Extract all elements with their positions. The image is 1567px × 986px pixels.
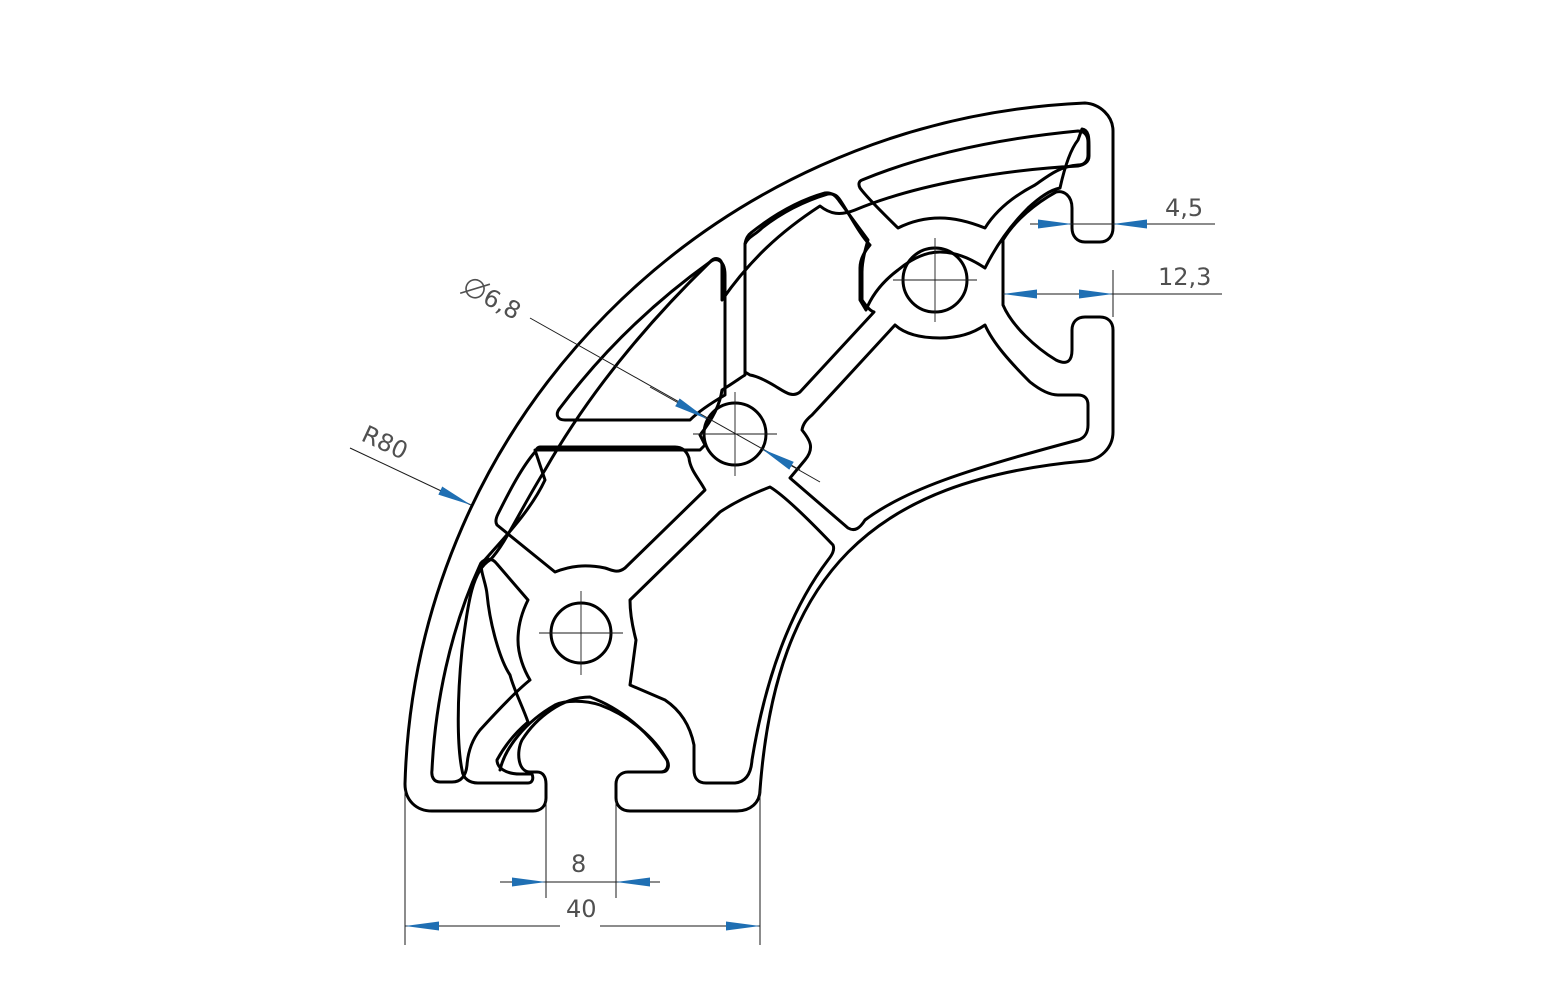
dimension-label-4-5: 4,5 <box>1165 194 1203 222</box>
dimension-label-6-8: 6,8 <box>479 283 526 326</box>
dimension-12-3: 12,3 <box>1003 263 1222 317</box>
cavity-left-arc <box>555 258 727 422</box>
dimension-40: 40 <box>404 790 761 945</box>
dimension-8: 8 <box>500 800 660 898</box>
dimension-label-8: 8 <box>571 850 586 878</box>
dimension-4-5: 4,5 <box>1030 194 1215 229</box>
dimension-label-12-3: 12,3 <box>1158 263 1211 291</box>
profile-outer-contour <box>403 101 1115 813</box>
cavity-top-arc <box>857 129 1090 230</box>
dimension-label-40: 40 <box>566 895 597 923</box>
cavity-upper-center <box>743 191 876 396</box>
dimension-radius-r80: R80 <box>349 420 472 506</box>
dimension-label-r80: R80 <box>357 420 412 465</box>
centermark-center <box>693 392 777 476</box>
cavity-middle-right <box>788 323 1090 532</box>
diameter-symbol-icon <box>465 278 485 299</box>
centermark-lower <box>539 591 623 675</box>
slot-bottom-bell <box>498 699 670 774</box>
cavity-lower-center <box>628 485 836 785</box>
outer-arc-channel <box>456 127 1091 785</box>
cavity-lower-left <box>430 557 532 784</box>
cavity-middle-left <box>494 445 707 574</box>
centermark-upper <box>893 238 977 322</box>
